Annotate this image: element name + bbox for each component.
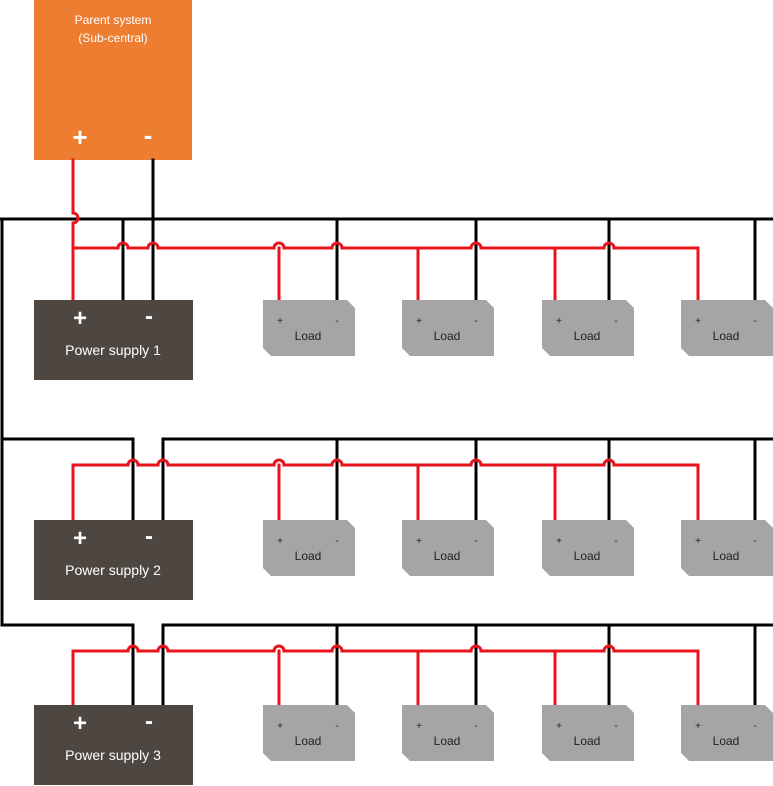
load-plus-terminal: +	[556, 316, 562, 327]
load-minus-terminal: -	[474, 316, 477, 327]
load-plus-terminal: +	[556, 536, 562, 547]
load-minus-terminal: -	[614, 721, 617, 732]
load-label: Load	[434, 329, 461, 343]
load-box	[263, 520, 355, 576]
positive-bus-row-3	[73, 644, 698, 653]
power-supply-box	[34, 300, 193, 380]
load-minus-terminal: -	[753, 316, 756, 327]
power-supply-plus-terminal: +	[73, 525, 87, 552]
load-block: + - Load	[681, 300, 773, 356]
load-plus-terminal: +	[277, 316, 283, 327]
load-box	[542, 705, 634, 761]
load-box	[402, 705, 494, 761]
power-supply-2: + - Power supply 2	[34, 520, 193, 600]
load-label: Load	[574, 549, 601, 563]
load-box	[681, 705, 773, 761]
parent-system-box	[34, 0, 192, 160]
load-minus-terminal: -	[753, 721, 756, 732]
load-plus-terminal: +	[695, 721, 701, 732]
loads: + - Load + - Load + - Load + - Load + - Load + - Load + - Lo…	[263, 300, 773, 761]
load-label: Load	[434, 734, 461, 748]
load-label: Load	[574, 329, 601, 343]
positive-bus-row-2	[73, 458, 698, 467]
parent-system-subtitle: (Sub-central)	[78, 31, 147, 45]
load-plus-terminal: +	[416, 316, 422, 327]
power-supply-box	[34, 705, 193, 785]
positive-bus-row-1	[73, 241, 698, 250]
load-box	[542, 300, 634, 356]
load-box	[402, 300, 494, 356]
parent-system-block: Parent system (Sub-central) + -	[34, 0, 192, 160]
load-label: Load	[713, 734, 740, 748]
load-block: + - Load	[263, 705, 355, 761]
load-box	[263, 705, 355, 761]
load-block: + - Load	[263, 300, 355, 356]
load-plus-terminal: +	[695, 316, 701, 327]
power-supply-plus-terminal: +	[73, 305, 87, 332]
load-minus-terminal: -	[335, 316, 338, 327]
load-box	[542, 520, 634, 576]
load-plus-terminal: +	[277, 536, 283, 547]
load-plus-terminal: +	[556, 721, 562, 732]
power-supply-plus-terminal: +	[73, 710, 87, 737]
load-minus-terminal: -	[335, 536, 338, 547]
load-label: Load	[434, 549, 461, 563]
load-minus-terminal: -	[614, 536, 617, 547]
load-box	[681, 300, 773, 356]
load-block: + - Load	[402, 520, 494, 576]
power-supply-box	[34, 520, 193, 600]
load-plus-terminal: +	[416, 536, 422, 547]
load-plus-terminal: +	[277, 721, 283, 732]
load-minus-terminal: -	[474, 721, 477, 732]
wiring	[0, 158, 773, 707]
load-box	[681, 520, 773, 576]
load-label: Load	[295, 329, 322, 343]
power-supply-minus-terminal: -	[145, 708, 153, 735]
power-supply-3: + - Power supply 3	[34, 705, 193, 785]
load-box	[263, 300, 355, 356]
load-plus-terminal: +	[416, 721, 422, 732]
power-supply-label: Power supply 1	[65, 342, 161, 358]
load-label: Load	[713, 549, 740, 563]
load-minus-terminal: -	[335, 721, 338, 732]
parent-plus-terminal: +	[72, 122, 87, 152]
load-block: + - Load	[542, 520, 634, 576]
parent-system-title: Parent system	[75, 13, 152, 27]
load-block: + - Load	[542, 705, 634, 761]
load-box	[402, 520, 494, 576]
load-minus-terminal: -	[753, 536, 756, 547]
load-label: Load	[713, 329, 740, 343]
load-minus-terminal: -	[474, 536, 477, 547]
load-minus-terminal: -	[614, 316, 617, 327]
load-block: + - Load	[542, 300, 634, 356]
power-supply-1: + - Power supply 1	[34, 300, 193, 380]
load-plus-terminal: +	[695, 536, 701, 547]
power-supplies: + - Power supply 1 + - Power supply 2 + - Power …	[34, 300, 193, 785]
power-supply-minus-terminal: -	[145, 303, 153, 330]
power-supply-label: Power supply 2	[65, 562, 161, 578]
load-label: Load	[295, 734, 322, 748]
power-supply-minus-terminal: -	[145, 523, 153, 550]
load-block: + - Load	[402, 705, 494, 761]
load-block: + - Load	[681, 705, 773, 761]
load-block: + - Load	[263, 520, 355, 576]
load-block: + - Load	[402, 300, 494, 356]
load-block: + - Load	[681, 520, 773, 576]
parent-minus-terminal: -	[144, 120, 153, 150]
load-label: Load	[295, 549, 322, 563]
load-label: Load	[574, 734, 601, 748]
power-supply-label: Power supply 3	[65, 747, 161, 763]
